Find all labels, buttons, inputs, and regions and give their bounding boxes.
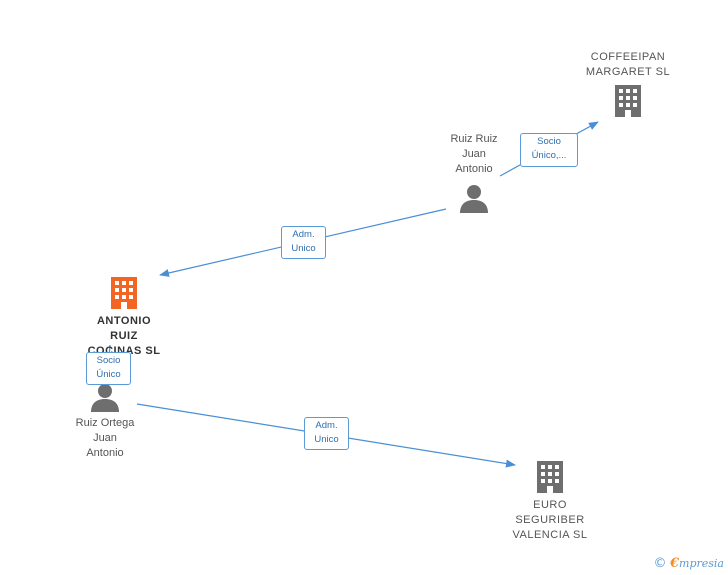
node-label: Ruiz Ruiz Juan Antonio — [450, 133, 498, 175]
node-euro-seguriber-valencia[interactable]: EURO SEGURIBER VALENCIA SL — [500, 460, 600, 543]
node-ruiz-ortega-juan-antonio[interactable]: Ruiz Ortega Juan Antonio — [60, 382, 150, 461]
copyright-icon: © — [653, 556, 667, 571]
building-icon — [111, 277, 137, 309]
node-label: COFFEEIPAN MARGARET SL — [585, 51, 671, 78]
building-icon — [615, 85, 641, 117]
node-label: EURO SEGURIBER VALENCIA SL — [512, 499, 588, 541]
node-label: Ruiz Ortega Juan Antonio — [75, 417, 135, 459]
building-icon — [537, 461, 563, 493]
edge-label-socio-unico-antonio[interactable]: Socio Único — [86, 352, 131, 385]
node-antonio-ruiz-cocinas[interactable]: ANTONIO RUIZ COCINAS SL — [72, 276, 176, 359]
brand-footer: © €mpresia — [653, 556, 724, 571]
person-icon — [460, 185, 488, 213]
edge-label-adm-unico-antonio[interactable]: Adm. Unico — [281, 226, 326, 259]
node-ruiz-ruiz-juan-antonio[interactable]: Ruiz Ruiz Juan Antonio — [432, 132, 516, 213]
brand-logo-initial: € — [669, 556, 680, 571]
node-coffeeipan-margaret[interactable]: COFFEEIPAN MARGARET SL — [578, 50, 678, 118]
edge-label-adm-unico-euro[interactable]: Adm. Unico — [304, 417, 349, 450]
person-icon — [91, 384, 119, 412]
edge-label-socio-unico-coffeeipan[interactable]: Socio Único,... — [520, 133, 578, 167]
brand-logo-text: mpresia — [679, 557, 724, 570]
